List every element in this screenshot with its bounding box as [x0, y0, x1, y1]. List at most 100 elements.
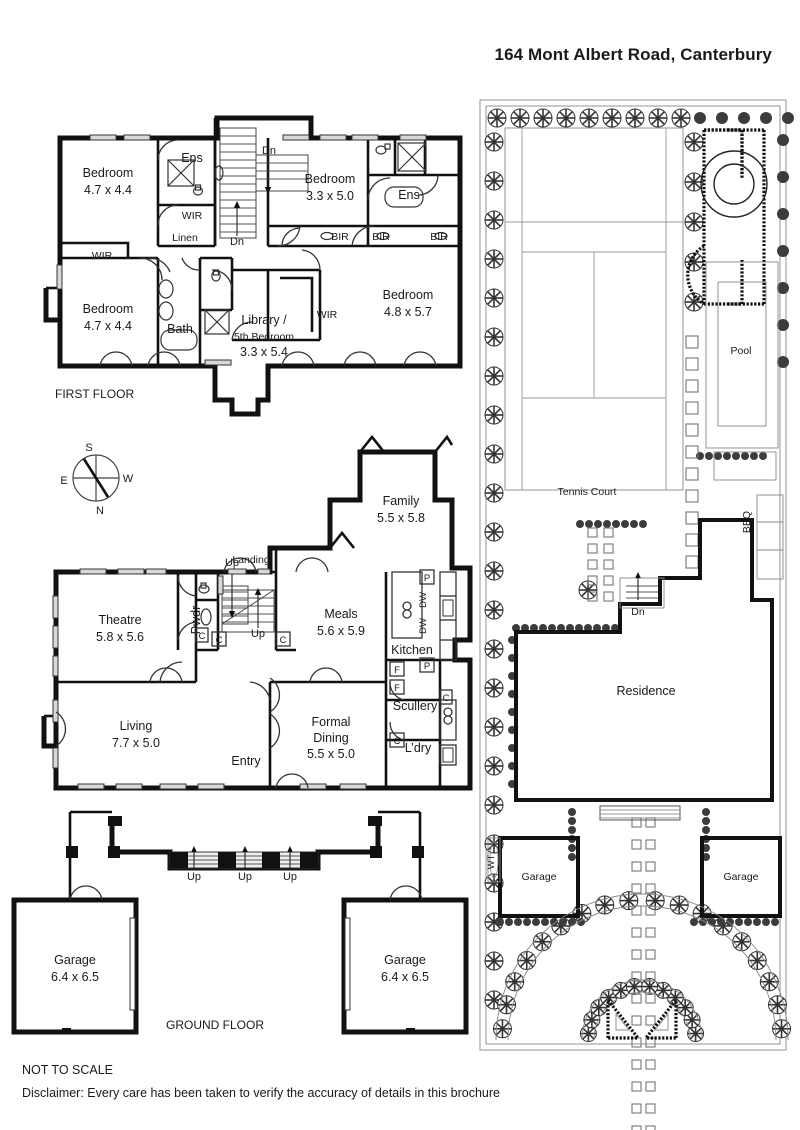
- site-garage-right-label: Garage: [723, 871, 758, 883]
- pool: [705, 261, 779, 481]
- bath-label: Bath: [167, 322, 193, 336]
- porch-steps: [169, 846, 319, 870]
- powder-fixtures: [198, 582, 212, 626]
- ground-floor-label: GROUND FLOOR: [166, 1018, 264, 1032]
- linen-label: Linen: [172, 232, 198, 244]
- family-bay-walls: [328, 434, 454, 549]
- residence-footprint: [514, 518, 774, 802]
- wir-e-label: WIR: [317, 309, 338, 321]
- cupboard-5-label: C: [199, 631, 206, 642]
- tennis-court: [504, 127, 684, 491]
- bedroom-sw-dims: 4.7 x 4.4: [84, 319, 132, 333]
- bedroom-n-dims: 3.3 x 5.0: [306, 189, 354, 203]
- formal-dining-dims: 5.5 x 5.0: [307, 747, 355, 761]
- scullery-fittings: [439, 699, 457, 766]
- family-label: Family: [383, 494, 421, 508]
- formal-dining-label2: Dining: [313, 731, 348, 745]
- bedroom-nw-label: Bedroom: [83, 166, 134, 180]
- pantry-2-label: P: [424, 661, 430, 672]
- family-dims: 5.5 x 5.8: [377, 511, 425, 525]
- meals-label: Meals: [324, 607, 357, 621]
- water-tank: [487, 837, 501, 883]
- theatre-dims: 5.8 x 5.6: [96, 630, 144, 644]
- compass-bottom-label: N: [96, 505, 104, 517]
- ground-floor-windows: [52, 568, 367, 790]
- first-floor-windows: [56, 134, 427, 366]
- bir-3-label: BIR: [430, 231, 448, 243]
- tennis-court-label: Tennis Court: [558, 486, 617, 498]
- driveway: [495, 805, 789, 1041]
- scale-note: NOT TO SCALE: [22, 1063, 114, 1077]
- first-floor-label: FIRST FLOOR: [55, 387, 134, 401]
- bedroom-sw-label: Bedroom: [83, 302, 134, 316]
- laundry-label: L’dry: [405, 741, 432, 755]
- bir-2-label: BIR: [372, 231, 390, 243]
- kitchen-label: Kitchen: [391, 643, 433, 657]
- porch-step-1-label: Up: [187, 871, 201, 883]
- water-tank-label: WT: [486, 854, 497, 869]
- bir-1-label: BIR: [331, 231, 349, 243]
- bedroom-nw-dims: 4.7 x 4.4: [84, 183, 132, 197]
- first-floor-doors: [99, 139, 439, 367]
- compass-rose: S N E W: [60, 442, 133, 517]
- library-sublabel: 5th Bedroom: [234, 331, 294, 343]
- kitchen-bench: [439, 571, 457, 661]
- ground-floor-doors: [55, 557, 405, 789]
- compass-right-label: W: [123, 473, 134, 485]
- meals-dims: 5.6 x 5.9: [317, 624, 365, 638]
- driveway-beds: [606, 995, 678, 1040]
- dishwasher-2-label: DW: [418, 618, 429, 634]
- stair-up-landing-label: Up: [225, 557, 239, 569]
- dishwasher-1-label: DW: [418, 592, 429, 608]
- ensuite-nw-label: Ens: [181, 151, 203, 165]
- cupboard-2-label: C: [443, 693, 450, 704]
- garage-left: [11, 885, 139, 1035]
- cupboard-3-label: C: [216, 635, 223, 646]
- fridge-1-label: F: [394, 665, 400, 676]
- library-dims: 3.3 x 5.4: [240, 345, 288, 359]
- site-plan: Tennis Court Pool: [479, 99, 794, 1130]
- garage-right: [341, 885, 469, 1035]
- entry-porch: [66, 810, 424, 900]
- ground-floor-plan: Up Up: [11, 434, 473, 1035]
- entry-label: Entry: [231, 754, 261, 768]
- cupboard-1-label: C: [394, 736, 401, 747]
- landing-label: Landing: [232, 554, 270, 566]
- bedroom-e-dims: 4.8 x 5.7: [384, 305, 432, 319]
- formal-dining-label: Formal: [312, 715, 351, 729]
- garage-right-dims: 6.4 x 6.5: [381, 970, 429, 984]
- garage-left-label: Garage: [54, 953, 96, 967]
- first-floor-fixtures: [158, 142, 448, 351]
- scullery-label: Scullery: [393, 699, 438, 713]
- compass-top-label: S: [85, 442, 92, 454]
- stair-down-upper-label: Dn: [262, 145, 276, 157]
- garage-left-dims: 6.4 x 6.5: [51, 970, 99, 984]
- page-title: 164 Mont Albert Road, Canterbury: [494, 45, 772, 64]
- pool-label: Pool: [730, 345, 751, 357]
- ground-floor-staircase: [221, 570, 275, 633]
- kitchen-island: [391, 571, 423, 639]
- boundary-trees: [484, 108, 794, 1010]
- site-garage-left-label: Garage: [521, 871, 556, 883]
- stair-up-lower-label: Up: [251, 628, 265, 640]
- site-stair-down-label: Dn: [631, 606, 645, 618]
- bedroom-e-label: Bedroom: [383, 288, 434, 302]
- fridge-2-label: F: [394, 683, 400, 694]
- site-garage-right: [700, 836, 782, 918]
- first-floor-staircase: [219, 127, 309, 239]
- residence-label: Residence: [616, 684, 675, 698]
- bedroom-n-label: Bedroom: [305, 172, 356, 186]
- pantry-1-label: P: [424, 573, 430, 584]
- living-dims: 7.7 x 5.0: [112, 736, 160, 750]
- disclaimer: Disclaimer: Every care has been taken to…: [22, 1086, 500, 1100]
- wir-nw-label: WIR: [182, 210, 203, 222]
- first-floor-plan: Dn Dn: [43, 115, 463, 417]
- garage-right-label: Garage: [384, 953, 426, 967]
- garden-hedge: [492, 452, 792, 1043]
- porch-step-2-label: Up: [238, 871, 252, 883]
- wir-w-label: WIR: [92, 250, 113, 262]
- library-label: Library /: [241, 313, 287, 327]
- theatre-label: Theatre: [98, 613, 141, 627]
